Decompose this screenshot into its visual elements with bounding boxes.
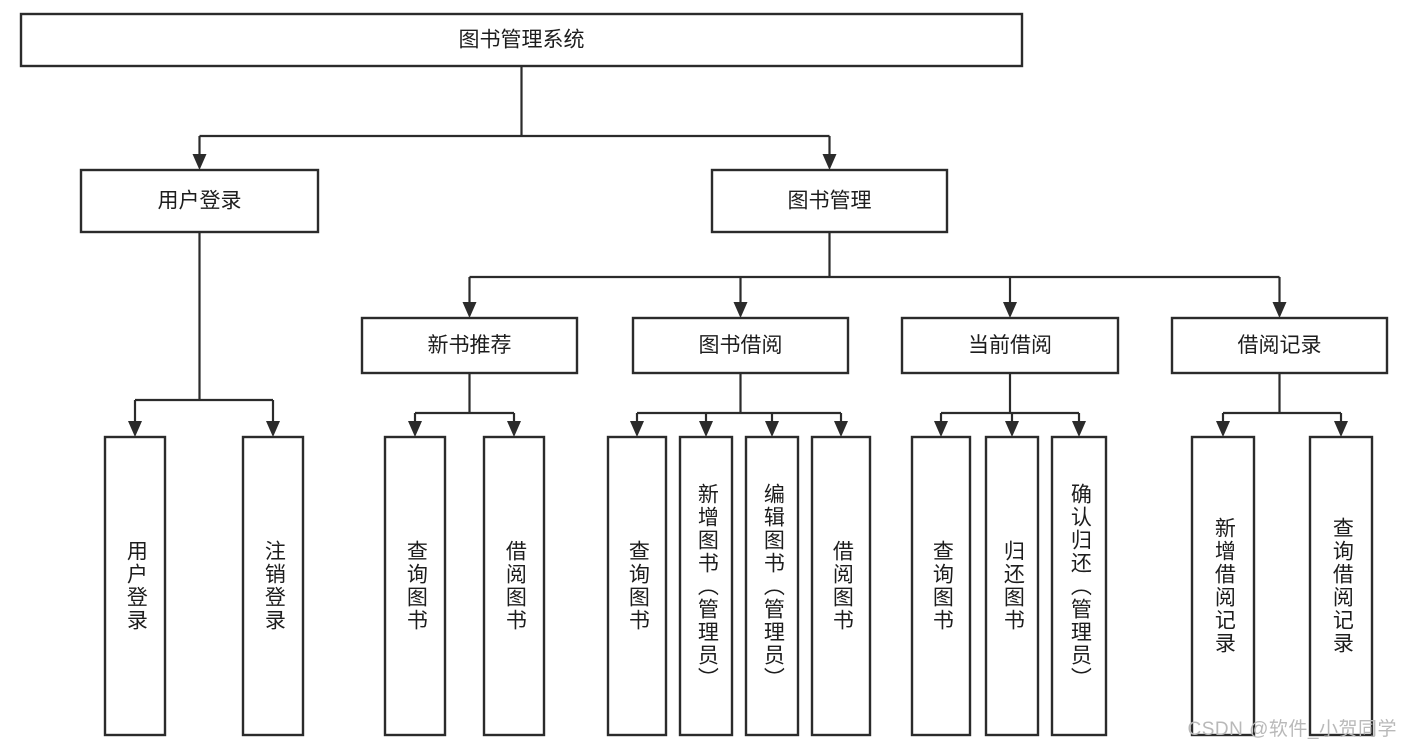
leaf-box-node-编辑图书管理员[interactable] (744, 435, 800, 737)
node-图书借阅[interactable] (631, 316, 850, 375)
connector-to-leaf-node-归还图书-1-arrowhead (1005, 421, 1019, 437)
connector-to-leaf-node-查询图书-0-arrowhead (630, 421, 644, 437)
node-图书借阅-label: 图书借阅 (699, 334, 783, 357)
watermark-text: CSDN @软件_小贺同学 (1187, 719, 1397, 740)
connector-to-leaf-node-查询借阅记录-1-arrowhead (1334, 421, 1348, 437)
leaf-box-node-查询图书[interactable] (910, 435, 972, 737)
node-用户登录-label: 用户登录 (158, 190, 242, 213)
connector-to-leaf-node-编辑图书管理员-2-arrowhead (765, 421, 779, 437)
node-图书管理-label: 图书管理 (788, 190, 872, 213)
connector-to-leaf-node-查询图书-0-arrowhead (408, 421, 422, 437)
connector-to-leaf-node-借阅图书-3-arrowhead (834, 421, 848, 437)
node-root-system[interactable] (19, 12, 1024, 68)
connector-to-leaf-node-新增图书管理员-1-arrowhead (699, 421, 713, 437)
leaf-box-node-借阅图书[interactable] (482, 435, 546, 737)
leaf-box-node-新增借阅记录[interactable] (1190, 435, 1256, 737)
connector-to-node-用户登录-arrowhead (192, 154, 207, 170)
connector-to-node-图书借阅-arrowhead (733, 302, 748, 318)
connector-lines (128, 66, 1348, 437)
connector-to-node-当前借阅-arrowhead (1003, 302, 1017, 318)
leaf-box-node-注销登录[interactable] (241, 435, 305, 737)
leaf-box-node-用户登录[interactable] (103, 435, 167, 737)
connector-to-leaf-node-确认归还管理员-2-arrowhead (1072, 421, 1086, 437)
leaf-box-node-查询图书[interactable] (383, 435, 447, 737)
node-新书推荐-label: 新书推荐 (428, 334, 512, 357)
leaf-box-node-归还图书[interactable] (984, 435, 1040, 737)
connector-to-node-图书管理-arrowhead (822, 154, 837, 170)
node-借阅记录-label: 借阅记录 (1238, 334, 1322, 357)
connector-to-leaf-node-用户登录-0-arrowhead (128, 421, 142, 437)
node-借阅记录[interactable] (1170, 316, 1389, 375)
connector-to-node-借阅记录-arrowhead (1272, 302, 1287, 318)
leaf-box-node-借阅图书[interactable] (810, 435, 872, 737)
node-root-system-label: 图书管理系统 (459, 29, 585, 52)
node-新书推荐[interactable] (360, 316, 579, 375)
node-当前借阅-label: 当前借阅 (968, 334, 1052, 357)
leaf-box-node-确认归还管理员[interactable] (1050, 435, 1108, 737)
connector-to-leaf-node-注销登录-1-arrowhead (266, 421, 280, 437)
node-用户登录[interactable] (79, 168, 320, 234)
connector-to-leaf-node-查询图书-0-arrowhead (934, 421, 948, 437)
node-图书管理[interactable] (710, 168, 949, 234)
leaf-box-node-查询借阅记录[interactable] (1308, 435, 1374, 737)
leaf-box-node-新增图书管理员[interactable] (678, 435, 734, 737)
connector-to-node-新书推荐-arrowhead (462, 302, 477, 318)
connector-to-leaf-node-新增借阅记录-0-arrowhead (1216, 421, 1230, 437)
node-当前借阅[interactable] (900, 316, 1120, 375)
connector-to-leaf-node-借阅图书-1-arrowhead (507, 421, 521, 437)
leaf-box-node-查询图书[interactable] (606, 435, 668, 737)
